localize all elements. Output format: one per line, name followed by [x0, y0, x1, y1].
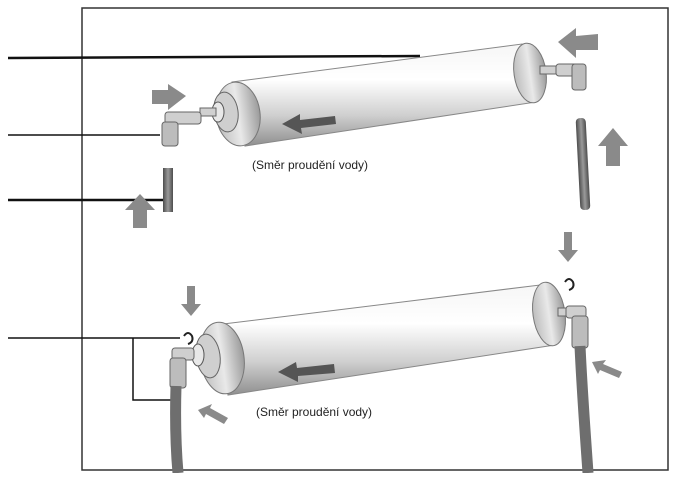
tubing-left-short: [163, 168, 173, 212]
tubing-bottom-right: [580, 346, 588, 473]
flow-arrow-icon: [558, 28, 598, 58]
elbow-connector-bottom-right: [566, 306, 588, 348]
flow-arrow-icon: [592, 360, 622, 378]
retaining-clip-right: [565, 279, 574, 290]
leader-line-1: [8, 56, 420, 58]
flow-arrow-icon: [198, 404, 228, 424]
bottom-filter-cylinder: [192, 280, 572, 397]
flow-arrow-icon: [598, 128, 628, 166]
elbow-connector-bottom-left: [170, 348, 194, 388]
flow-arrow-icon: [558, 232, 578, 262]
flow-arrow-icon: [181, 286, 201, 316]
elbow-connector-top-right: [556, 64, 586, 90]
elbow-connector-top-left: [162, 112, 201, 146]
top-flow-caption: (Směr proudění vody): [252, 158, 368, 172]
tubing-bottom-left: [176, 386, 178, 473]
tubing-right-short: [576, 118, 591, 210]
bottom-flow-caption: (Směr proudění vody): [256, 405, 372, 419]
retaining-clip-left: [184, 333, 193, 344]
flow-arrow-icon: [152, 84, 186, 110]
